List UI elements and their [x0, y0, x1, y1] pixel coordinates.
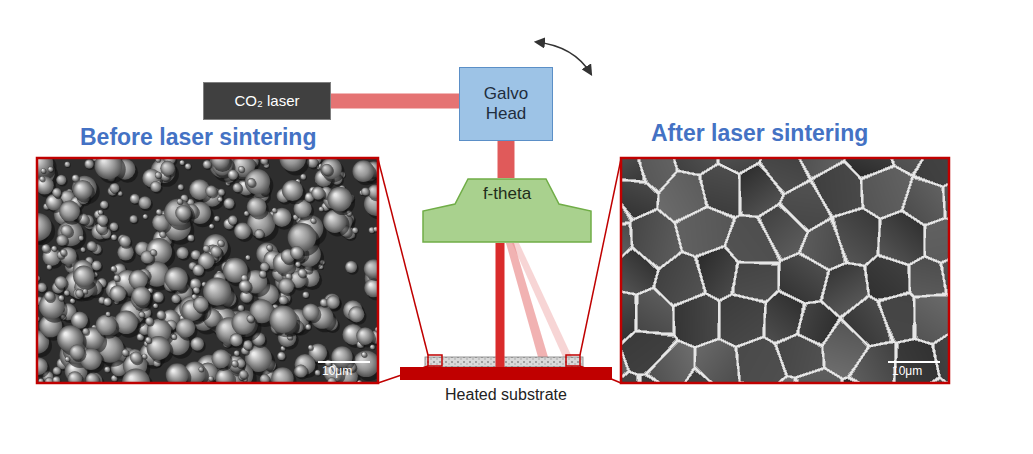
sem-image-before [37, 158, 378, 383]
panel-title: After laser sintering [651, 120, 868, 146]
image-frame [621, 158, 949, 383]
scan-beam [512, 243, 572, 357]
f-theta-lens: f-theta [422, 178, 592, 243]
zoom-line [378, 159, 428, 355]
scale-label: 10μm [322, 365, 352, 379]
scale-bar [318, 361, 370, 363]
laser-beam [496, 243, 505, 367]
node-label: CO₂ laser [234, 92, 299, 110]
node-label: Galvo Head [466, 84, 546, 125]
zoom-region [428, 355, 442, 366]
zoom-region [566, 355, 580, 366]
node-label: f-theta [422, 178, 592, 204]
image-frame [37, 158, 378, 383]
galvo-head-box: Galvo Head [459, 67, 553, 141]
heated-substrate: Heated substrate [400, 367, 612, 380]
laser-source-box: CO₂ laser [203, 82, 331, 120]
laser-beam [498, 141, 515, 178]
laser-beam [331, 94, 459, 109]
scale-bar [888, 361, 940, 363]
zoom-line [580, 159, 621, 355]
sem-image-after [621, 158, 949, 383]
scale-label: 10μm [892, 365, 922, 379]
node-label: Heated substrate [400, 385, 612, 404]
panel-title: Before laser sintering [80, 124, 316, 150]
